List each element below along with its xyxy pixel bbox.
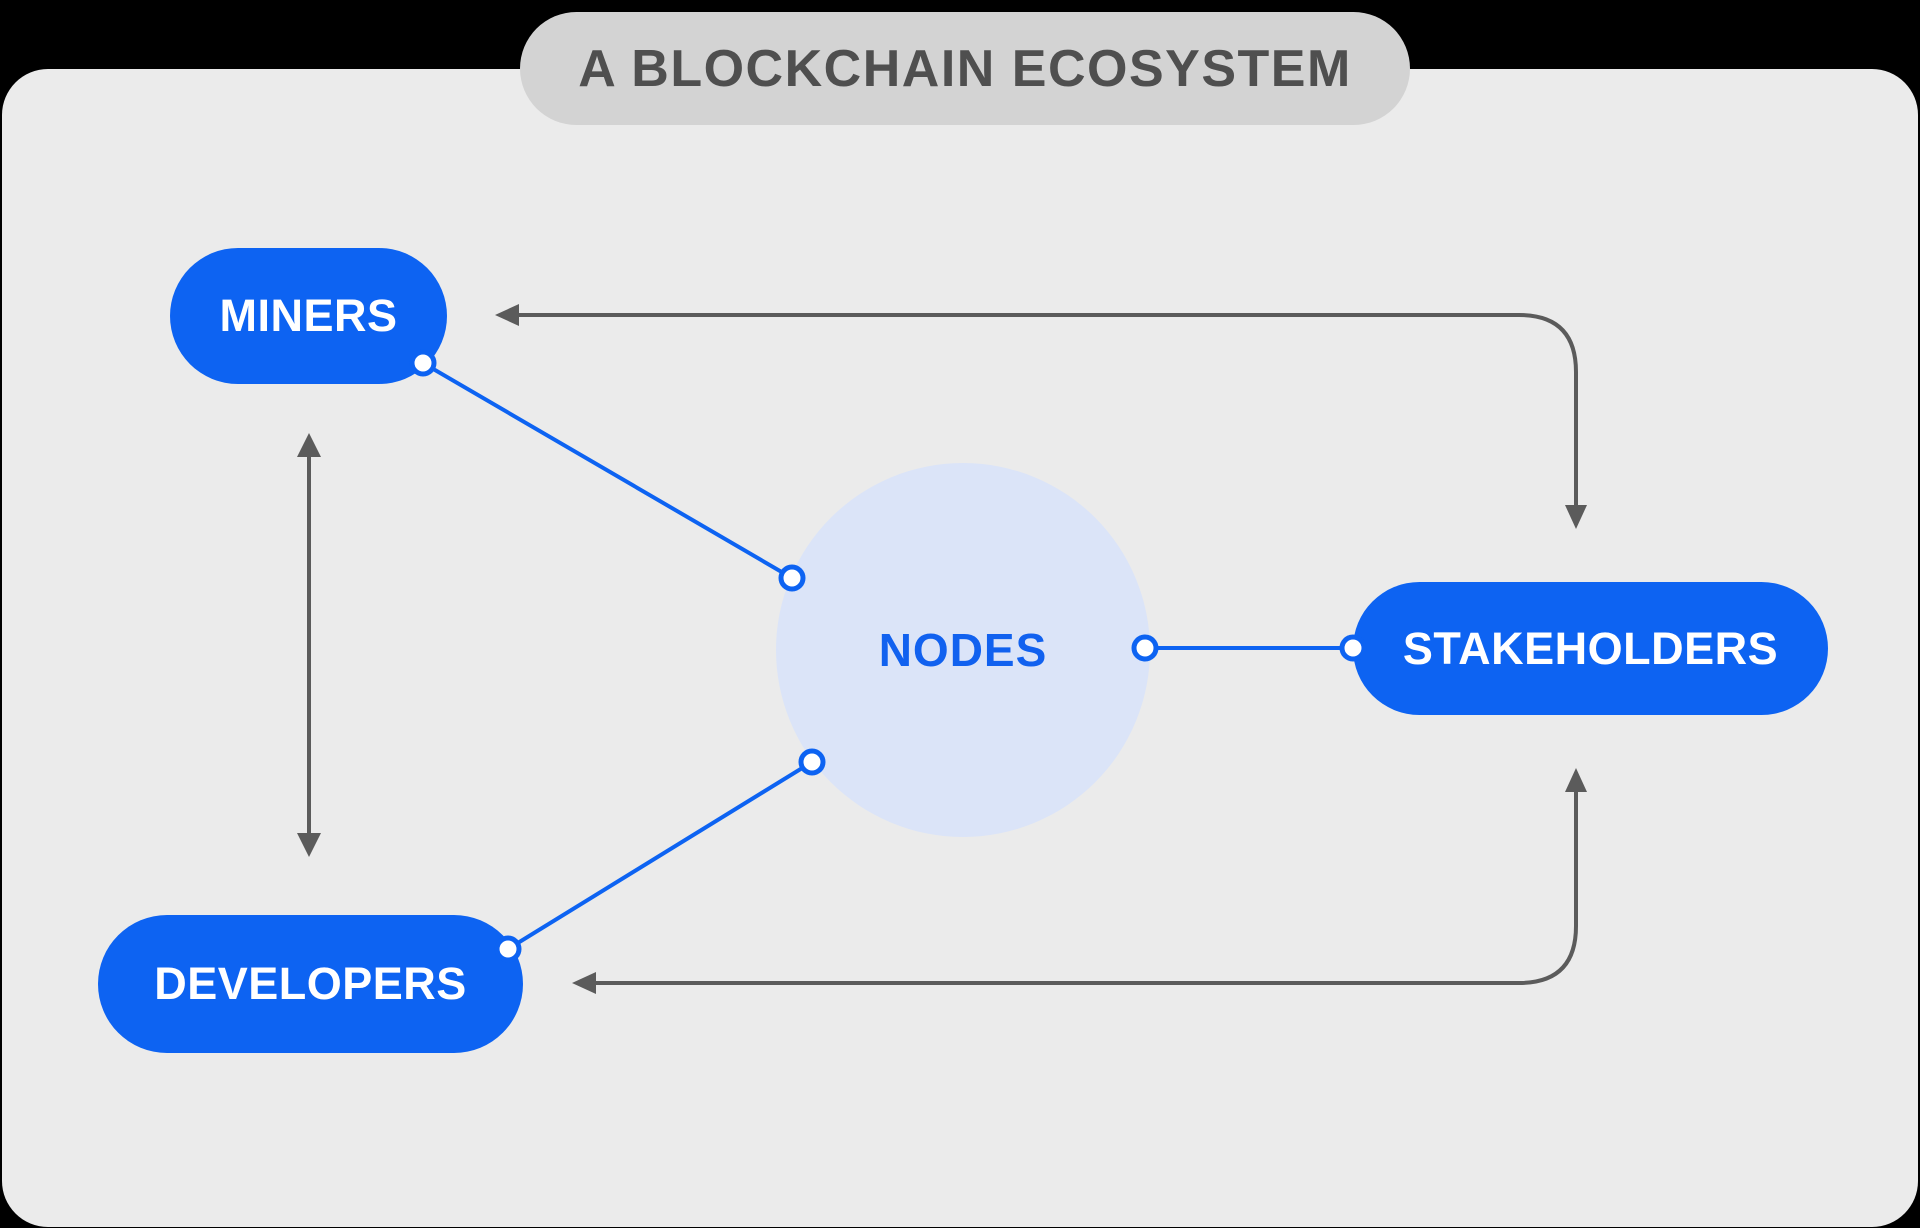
node-developers: DEVELOPERS xyxy=(98,915,523,1053)
diagram-title: A BLOCKCHAIN ECOSYSTEM xyxy=(578,39,1352,98)
node-miners-label: MINERS xyxy=(219,290,398,341)
node-developers-label: DEVELOPERS xyxy=(154,958,467,1009)
diagram-title-pill: A BLOCKCHAIN ECOSYSTEM xyxy=(520,12,1410,125)
node-miners: MINERS xyxy=(170,248,447,384)
node-nodes-circle: NODES xyxy=(776,463,1150,837)
node-nodes-label: NODES xyxy=(878,624,1048,676)
node-stakeholders-label: STAKEHOLDERS xyxy=(1402,622,1779,674)
node-stakeholders: STAKEHOLDERS xyxy=(1353,582,1828,715)
